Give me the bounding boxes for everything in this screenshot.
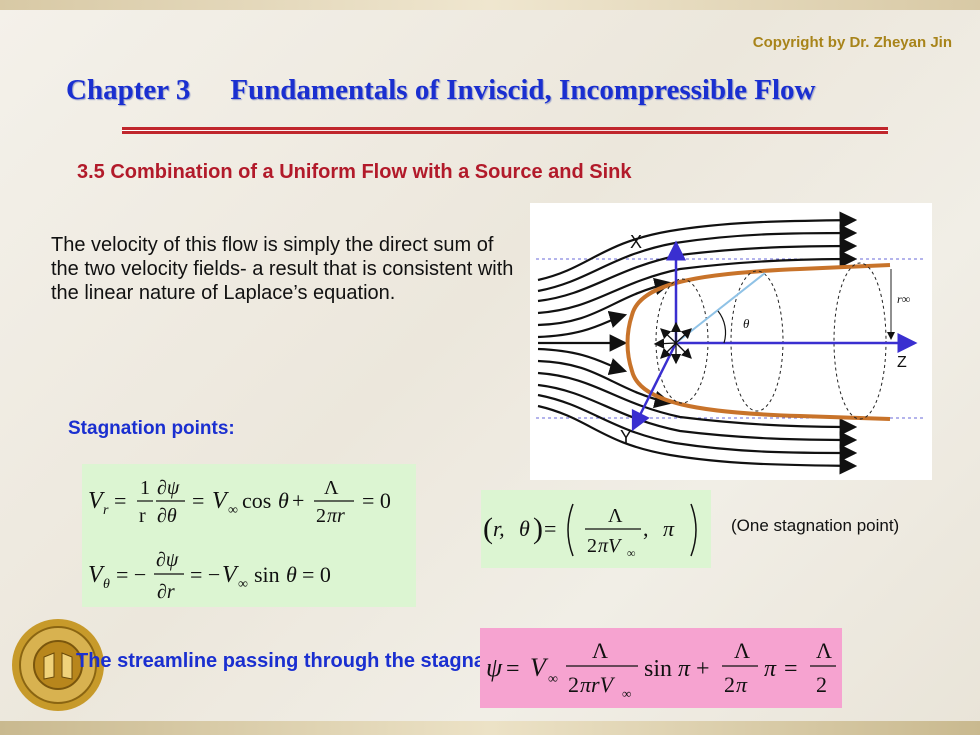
svg-text:∂ψ: ∂ψ [157,477,180,499]
svg-text:2: 2 [724,672,735,697]
svg-text:∂θ: ∂θ [157,505,177,527]
svg-text:=: = [114,488,126,513]
svg-text:∞: ∞ [228,503,238,518]
svg-text:πr: πr [327,505,345,527]
chapter-label: Chapter 3 [66,74,191,106]
svg-text:cos: cos [242,488,271,513]
svg-text:r: r [139,505,146,527]
streamline-equation-box: ψ = V ∞ Λ 2 πrV ∞ sin π + Λ 2 π π = Λ 2 [480,628,842,708]
flow-diagram: r∞ X Z Y θ [530,203,932,480]
svg-text:π: π [663,516,675,541]
svg-text:π: π [678,656,691,682]
svg-text:∞: ∞ [548,672,558,687]
svg-text:θ: θ [519,516,530,541]
title-divider [122,127,888,134]
svg-text:∂ψ: ∂ψ [156,549,179,571]
slide-title: Chapter 3 Fundamentals of Inviscid, Incom… [66,74,816,107]
svg-text:Λ: Λ [734,638,750,663]
svg-text:sin: sin [254,562,280,587]
svg-text:θ: θ [103,577,110,592]
svg-text:Λ: Λ [324,477,339,499]
copyright-text: Copyright by Dr. Zheyan Jin [752,34,952,51]
svg-text:∞: ∞ [238,577,248,592]
svg-text:= 0: = 0 [302,562,331,587]
axis-y-label: Y [620,427,632,447]
theta-label: θ [743,316,750,331]
svg-text:=: = [544,516,556,541]
stagnation-point-equation-box: ( r, θ ) = Λ 2 πV ∞ , π [481,490,711,568]
streamline-label: The streamline passing through the stagn… [76,650,583,672]
university-seal-logo [10,617,106,713]
svg-text:sin: sin [644,656,672,682]
chapter-title: Fundamentals of Inviscid, Incompressible… [230,74,816,106]
seal-icon [12,619,104,711]
svg-text:Λ: Λ [608,505,623,527]
top-border [0,0,980,10]
svg-text:+: + [292,488,304,513]
velocity-equations: V r = 1 r ∂ψ ∂θ = V ∞ cos θ + Λ 2 πr = 0… [88,477,391,603]
stagnation-label: Stagnation points: [68,418,235,439]
flow-diagram-svg: r∞ X Z Y θ [536,211,925,475]
svg-text:V: V [530,653,549,682]
svg-text:=: = [784,656,798,682]
svg-text:+: + [696,656,710,682]
svg-text:r,: r, [493,516,505,541]
svg-text:Λ: Λ [592,638,608,663]
svg-text:ψ: ψ [486,653,503,682]
bottom-border [0,721,980,735]
svg-text:∞: ∞ [627,546,636,560]
svg-text:=: = [192,488,204,513]
stagnation-point-equation: ( r, θ ) = Λ 2 πV ∞ , π [483,503,697,560]
svg-text:2: 2 [568,672,579,697]
svg-text:2: 2 [816,672,827,697]
svg-text:): ) [533,512,543,545]
svg-text:V: V [88,562,105,588]
svg-text:V: V [212,488,229,514]
svg-text:,: , [643,516,649,541]
svg-text:= 0: = 0 [362,488,391,513]
axis-x-label: X [630,232,642,252]
one-stagnation-note: (One stagnation point) [731,516,900,535]
svg-text:Λ: Λ [816,638,832,663]
svg-text:=: = [506,656,520,682]
svg-text:1: 1 [140,477,150,499]
svg-text:2: 2 [316,505,326,527]
svg-text:π: π [764,656,777,682]
svg-text:V: V [222,562,239,588]
svg-text:(: ( [483,512,493,545]
section-subtitle: 3.5 Combination of a Uniform Flow with a… [77,161,632,183]
svg-text:r: r [103,503,109,518]
axis-z-label: Z [897,354,907,371]
svg-text:∂r: ∂r [157,581,175,603]
svg-text:π: π [736,672,748,697]
svg-text:πrV: πrV [580,672,616,697]
svg-text:= −: = − [190,562,220,587]
svg-text:V: V [88,488,105,514]
streamline-equation: ψ = V ∞ Λ 2 πrV ∞ sin π + Λ 2 π π = Λ 2 [486,638,836,701]
body-paragraph: The velocity of this flow is simply the … [51,234,514,304]
svg-text:= −: = − [116,562,146,587]
velocity-equations-box: V r = 1 r ∂ψ ∂θ = V ∞ cos θ + Λ 2 πr = 0… [82,464,416,607]
r-inf-label: r∞ [897,292,911,306]
svg-text:∞: ∞ [622,686,631,701]
svg-text:πV: πV [598,535,623,557]
svg-text:2: 2 [587,535,597,557]
svg-text:θ: θ [278,488,289,513]
svg-text:θ: θ [286,562,297,587]
